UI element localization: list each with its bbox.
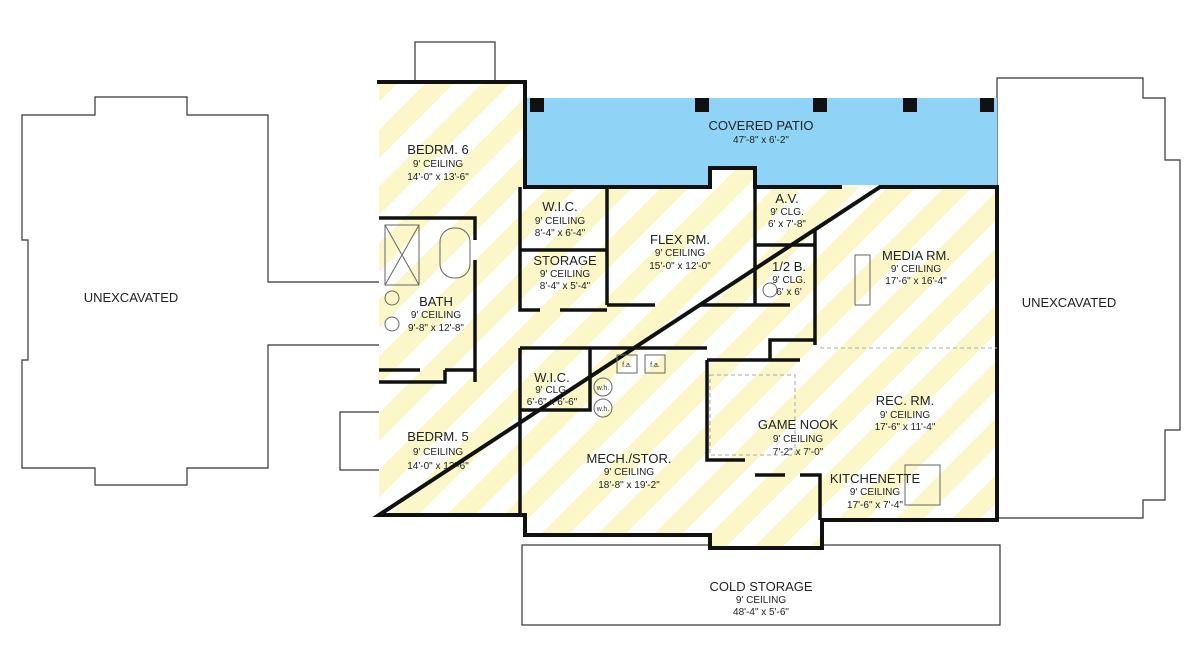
svg-text:BEDRM. 6: BEDRM. 6	[407, 142, 468, 157]
svg-text:MEDIA RM.: MEDIA RM.	[882, 248, 950, 263]
furnace-label: f.a.	[650, 362, 660, 369]
patio-columns	[530, 98, 994, 112]
svg-text:9' CLG.: 9' CLG.	[772, 275, 806, 286]
svg-text:9' CEILING: 9' CEILING	[413, 159, 463, 170]
room-label-half-bath: 1/2 B. 9' CLG. 6' x 6'	[772, 259, 806, 298]
interior-walls	[379, 187, 822, 520]
svg-text:REC. RM.: REC. RM.	[876, 393, 935, 408]
svg-text:9' CEILING: 9' CEILING	[604, 467, 654, 478]
room-label-bath: BATH 9' CEILING 9'-8" x 12'-8"	[408, 294, 464, 334]
room-label-wic-lower: W.I.C. 9' CLG. 6'-6" x 6'-6"	[527, 370, 578, 408]
svg-text:9' CLG.: 9' CLG.	[770, 207, 804, 218]
svg-text:18'-8" x 19'-2": 18'-8" x 19'-2"	[598, 480, 660, 491]
svg-text:8'-4" x 5'-4": 8'-4" x 5'-4"	[540, 281, 591, 292]
svg-text:W.I.C.: W.I.C.	[534, 370, 569, 385]
svg-text:9' CEILING: 9' CEILING	[850, 487, 900, 498]
room-label-bedrm6: BEDRM. 6 9' CEILING 14'-0" x 13'-6"	[407, 142, 469, 183]
svg-text:14'-0" x 13'-6": 14'-0" x 13'-6"	[407, 172, 469, 183]
svg-text:9' CEILING: 9' CEILING	[540, 269, 590, 280]
unexcavated-left-outline	[21, 96, 381, 486]
room-label-kitchenette: KITCHENETTE 9' CEILING 17'-6" x 7'-4"	[830, 471, 921, 511]
svg-text:COVERED PATIO: COVERED PATIO	[709, 118, 814, 133]
svg-text:9' CEILING: 9' CEILING	[891, 264, 941, 275]
room-label-bedrm5: BEDRM. 5 9' CEILING 14'-0" x 13'-6"	[407, 429, 469, 472]
svg-text:BEDRM. 5: BEDRM. 5	[407, 429, 468, 444]
svg-text:8'-4" x 6'-4": 8'-4" x 6'-4"	[535, 228, 586, 239]
room-label-cold-storage: COLD STORAGE 9' CEILING 48'-4" x 5'-6"	[709, 579, 812, 618]
svg-text:MECH./STOR.: MECH./STOR.	[587, 451, 672, 466]
covered-patio	[527, 98, 997, 185]
water-heater-label: w.h.	[596, 406, 610, 413]
svg-text:6' x 7'-8": 6' x 7'-8"	[768, 219, 806, 230]
svg-text:9' CEILING: 9' CEILING	[773, 434, 823, 445]
svg-text:W.I.C.: W.I.C.	[542, 199, 577, 214]
svg-text:9' CEILING: 9' CEILING	[411, 310, 461, 321]
svg-text:STORAGE: STORAGE	[533, 253, 597, 268]
svg-text:17'-6" x 11'-4": 17'-6" x 11'-4"	[875, 422, 936, 433]
fixture-labels: f.a. f.a. w.h. w.h.	[596, 362, 660, 413]
svg-text:7'-2" x 7'-0": 7'-2" x 7'-0"	[773, 447, 824, 458]
top-bump	[414, 41, 496, 83]
room-label-wic-upper: W.I.C. 9' CEILING 8'-4" x 6'-4"	[535, 199, 586, 239]
svg-text:17'-6" x 7'-4": 17'-6" x 7'-4"	[847, 500, 903, 511]
room-label-covered-patio: COVERED PATIO 47'-8" x 6'-2"	[709, 118, 814, 146]
svg-text:GAME NOOK: GAME NOOK	[758, 417, 839, 432]
room-label-game-nook: GAME NOOK 9' CEILING 7'-2" x 7'-0"	[758, 417, 839, 458]
svg-text:9' CLG.: 9' CLG.	[535, 385, 569, 396]
svg-text:FLEX RM.: FLEX RM.	[650, 232, 710, 247]
exterior-wall	[372, 80, 999, 550]
furnace-label: f.a.	[622, 362, 632, 369]
unexcavated-right-label: UNEXCAVATED	[1022, 295, 1117, 310]
room-label-mech: MECH./STOR. 9' CEILING 18'-8" x 19'-2"	[587, 451, 672, 491]
svg-text:9' CEILING: 9' CEILING	[655, 248, 705, 259]
room-label-av: A.V. 9' CLG. 6' x 7'-8"	[768, 191, 806, 230]
svg-text:A.V.: A.V.	[775, 191, 798, 206]
svg-text:17'-6" x 16'-4": 17'-6" x 16'-4"	[885, 276, 947, 287]
unexcavated-left-label: UNEXCAVATED	[84, 290, 179, 305]
svg-text:6'-6" x 6'-6": 6'-6" x 6'-6"	[527, 397, 578, 408]
svg-text:COLD STORAGE: COLD STORAGE	[709, 579, 812, 594]
svg-text:BATH: BATH	[419, 294, 453, 309]
svg-text:6' x 6': 6' x 6'	[776, 287, 802, 298]
cold-storage-area	[521, 544, 1001, 626]
svg-text:9' CEILING: 9' CEILING	[736, 595, 786, 606]
room-label-storage: STORAGE 9' CEILING 8'-4" x 5'-4"	[533, 253, 597, 292]
svg-text:9'-8" x 12'-8": 9'-8" x 12'-8"	[408, 323, 464, 334]
svg-text:9' CEILING: 9' CEILING	[535, 216, 585, 227]
svg-text:47'-8" x 6'-2": 47'-8" x 6'-2"	[733, 135, 789, 146]
side-bump	[339, 411, 381, 471]
room-label-flex: FLEX RM. 9' CEILING 15'-0" x 12'-0"	[649, 232, 711, 272]
svg-text:48'-4" x 5'-6": 48'-4" x 5'-6"	[733, 607, 789, 618]
svg-text:KITCHENETTE: KITCHENETTE	[830, 471, 921, 486]
svg-text:15'-0" x 12'-0": 15'-0" x 12'-0"	[649, 261, 711, 272]
svg-text:9' CEILING: 9' CEILING	[880, 410, 930, 421]
svg-text:9' CEILING: 9' CEILING	[413, 447, 463, 458]
water-heater-label: w.h.	[596, 385, 610, 392]
unexcavated-right-outline	[996, 77, 1181, 519]
svg-text:1/2 B.: 1/2 B.	[772, 259, 806, 274]
room-label-media: MEDIA RM. 9' CEILING 17'-6" x 16'-4"	[882, 248, 950, 287]
fixtures	[384, 224, 997, 506]
room-label-rec: REC. RM. 9' CEILING 17'-6" x 11'-4"	[875, 393, 936, 433]
svg-text:14'-0" x 13'-6": 14'-0" x 13'-6"	[407, 461, 469, 472]
